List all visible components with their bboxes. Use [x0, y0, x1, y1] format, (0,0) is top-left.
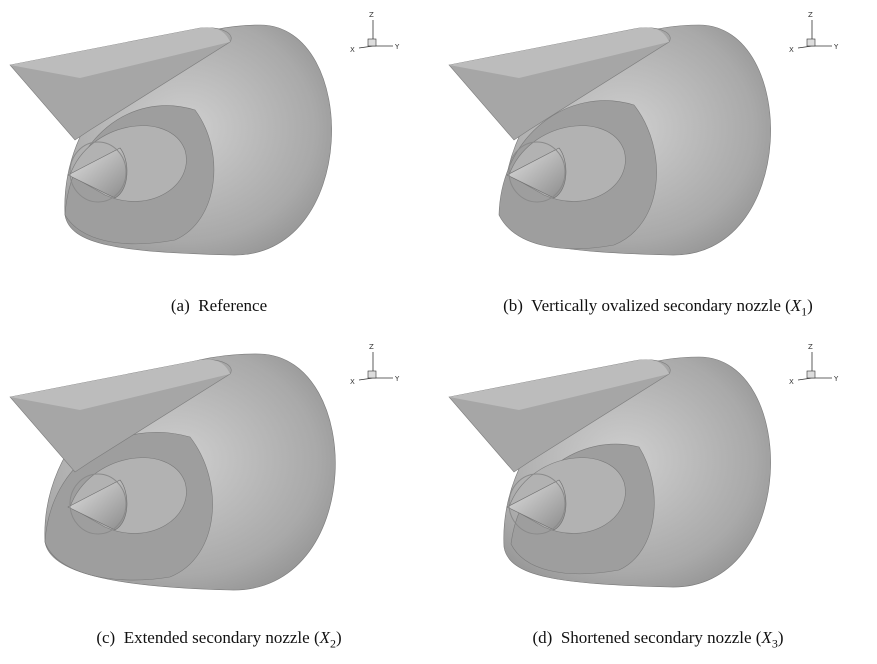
svg-text:X: X — [350, 46, 355, 54]
caption-a: (a) Reference — [170, 296, 268, 315]
svg-text:Z: Z — [808, 11, 813, 19]
nacelle-render-c — [9, 353, 336, 591]
caption-c: (c) Extended secondary nozzle (X2) — [96, 628, 342, 651]
axis-triad-icon: Z X Y — [789, 343, 839, 386]
svg-text:X: X — [789, 378, 794, 386]
caption-d: (d) Shortened secondary nozzle (X3) — [532, 628, 784, 651]
axis-triad-icon: Z X Y — [789, 11, 839, 54]
svg-text:Z: Z — [369, 343, 374, 351]
caption-b: (b) Vertically ovalized secondary nozzle… — [503, 296, 813, 319]
svg-text:Z: Z — [369, 11, 374, 19]
svg-text:Y: Y — [394, 375, 400, 383]
svg-text:Y: Y — [833, 43, 839, 51]
nacelle-render-d — [448, 356, 771, 588]
figure-panel-d: Z X Y (d) Shortened secondary nozzle (X3… — [439, 332, 877, 664]
svg-text:Z: Z — [808, 343, 813, 351]
axis-triad-icon: Z X Y — [350, 343, 400, 386]
svg-text:X: X — [789, 46, 794, 54]
nacelle-render-b — [448, 24, 771, 256]
svg-text:X: X — [350, 378, 355, 386]
figure-panel-a: Z X Y (a) Reference — [0, 0, 438, 332]
svg-text:Y: Y — [833, 375, 839, 383]
figure-panel-b: Z X Y (b) Vertically ovalized secondary … — [439, 0, 877, 332]
svg-text:Y: Y — [394, 43, 400, 51]
axis-triad-icon: Z X Y — [350, 11, 400, 54]
figure-panel-c: Z X Y (c) Extended secondary nozzle (X2) — [0, 332, 438, 664]
nacelle-render-a — [9, 24, 332, 256]
